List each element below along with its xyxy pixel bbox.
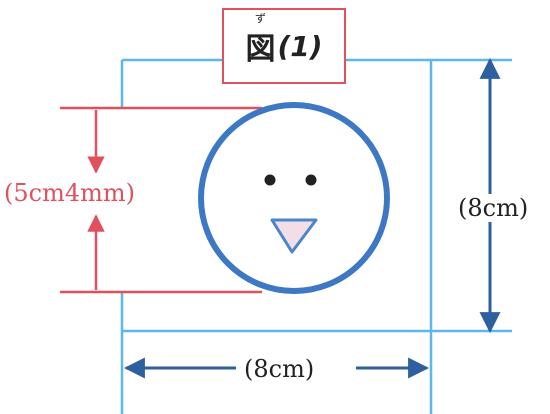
figure-title: ず 図 bbox=[245, 12, 276, 68]
beak-triangle bbox=[270, 218, 318, 254]
figure-number: (1) bbox=[277, 29, 323, 63]
circle-face bbox=[198, 102, 390, 294]
left-eye bbox=[264, 174, 276, 186]
figure-title-char: 図 bbox=[245, 32, 276, 67]
figure-title-ruby: ず bbox=[254, 12, 266, 25]
diameter-extension-lines bbox=[60, 106, 262, 294]
right-dimension-label: (8cm) bbox=[458, 194, 529, 222]
figure-title-box: ず 図 (1) bbox=[222, 8, 346, 84]
diameter-label: (5cm4mm) bbox=[4, 179, 135, 207]
right-eye bbox=[305, 174, 317, 186]
bottom-dimension-label: (8cm) bbox=[244, 355, 315, 383]
